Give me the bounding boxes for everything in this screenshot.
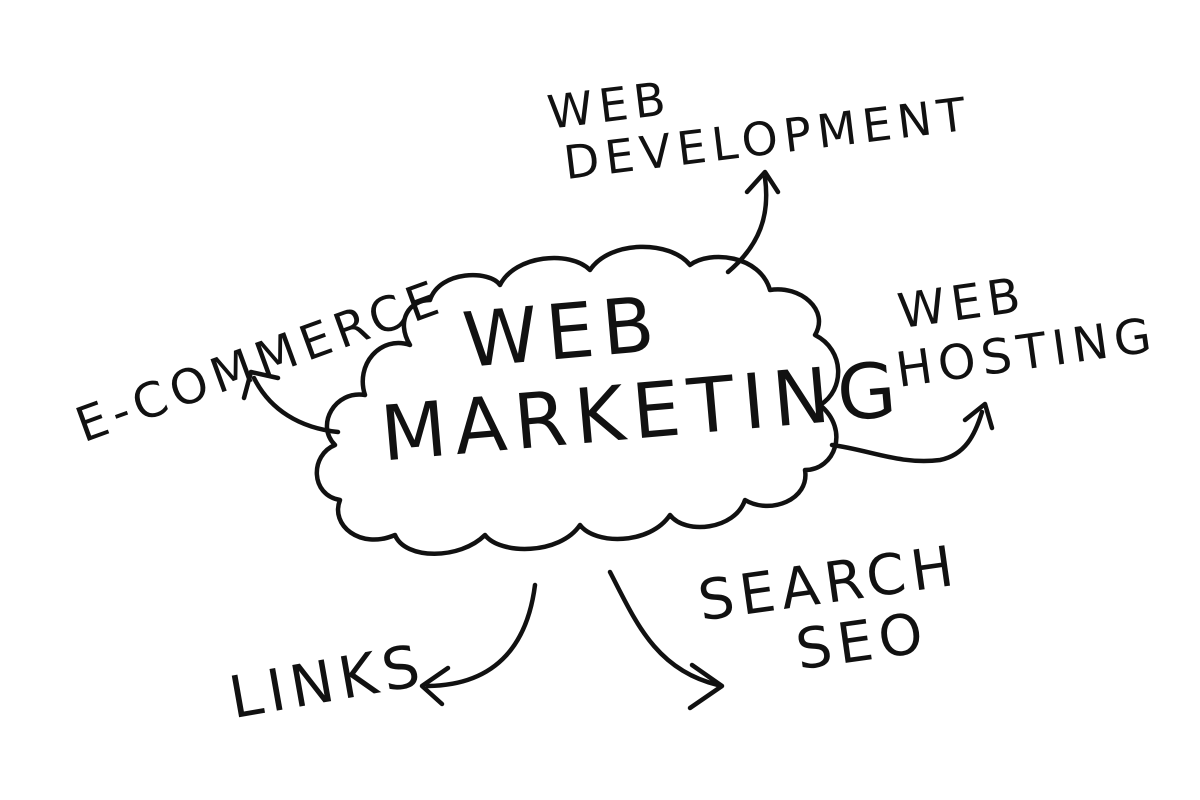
cloud-outline (314, 244, 841, 556)
arrow-to-ecommerce (251, 375, 341, 435)
arrow-to-web-hosting (829, 409, 985, 464)
arrowhead-ecommerce (241, 369, 281, 401)
arrow-to-search-seo (607, 569, 721, 688)
arrowhead-search-seo (687, 662, 725, 711)
arrowhead-links (419, 665, 451, 707)
arrowhead-web-development (744, 169, 781, 195)
arrow-to-links (425, 582, 538, 689)
arrow-to-web-development (725, 175, 769, 275)
central-topic: WEB MARKETING (377, 265, 908, 479)
arrowhead-web-hosting (962, 401, 995, 431)
